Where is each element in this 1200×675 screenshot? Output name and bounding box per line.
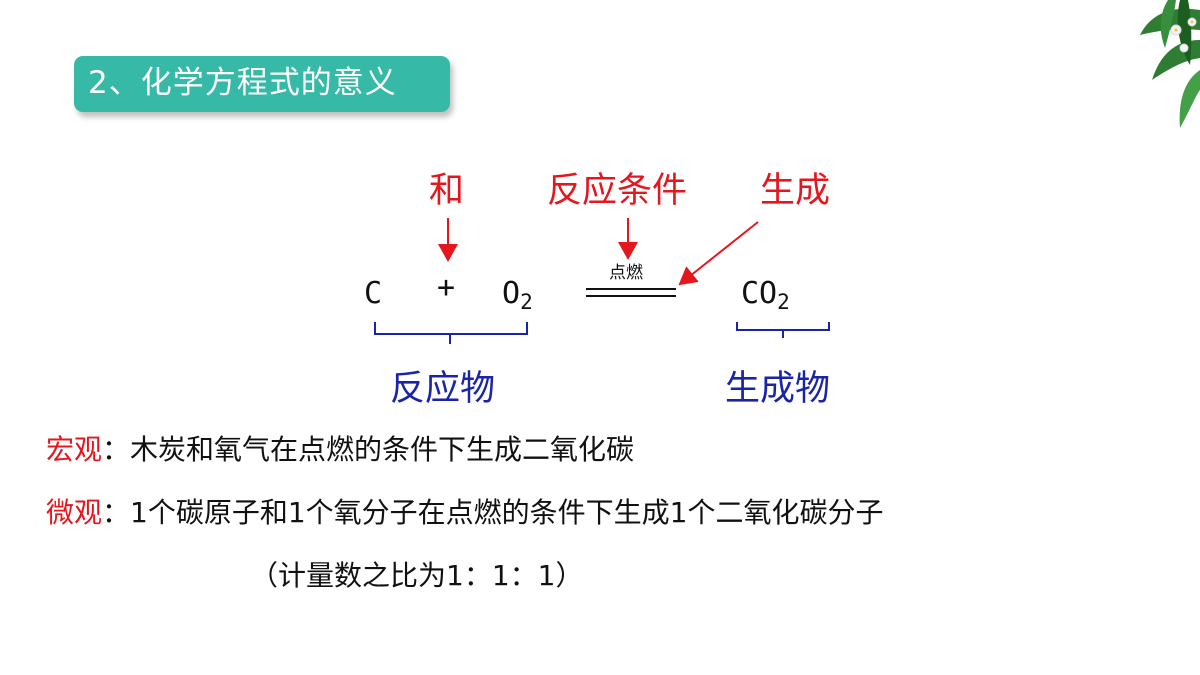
micro-tag: 微观	[46, 496, 103, 529]
plus-sign: +	[437, 270, 456, 305]
products-label: 生成物	[725, 369, 831, 409]
reactant-oxygen: O2	[502, 276, 533, 314]
macro-text: 木炭和氧气在点燃的条件下生成二氧化碳	[130, 433, 635, 466]
condition-annotation: 反应条件	[547, 171, 688, 211]
title-banner	[74, 56, 450, 112]
reactants-label: 反应物	[390, 369, 496, 409]
ratio-line: （计量数之比为1：1：1）	[250, 559, 584, 592]
produce-arrow	[678, 221, 759, 286]
micro-line: 微观：1个碳原子和1个氧分子在点燃的条件下生成1个二氧化碳分子	[46, 495, 883, 531]
macro-colon: ：	[102, 433, 131, 466]
products-brace	[736, 322, 830, 338]
and-annotation: 和	[429, 171, 465, 211]
macro-line: 宏观：木炭和氧气在点燃的条件下生成二氧化碳	[46, 432, 634, 468]
reaction-condition: 点燃	[609, 263, 643, 283]
micro-colon: ：	[102, 496, 131, 529]
reactants-brace	[374, 322, 528, 344]
tropical-leaves-decoration	[1140, 0, 1200, 128]
produce-annotation: 生成	[760, 171, 831, 211]
reactant-carbon: C	[364, 276, 383, 311]
micro-text: 1个碳原子和1个氧分子在点燃的条件下生成1个二氧化碳分子	[130, 496, 884, 529]
product-co2: CO2	[741, 276, 790, 314]
macro-tag: 宏观	[46, 433, 103, 466]
slide-title: 2、化学方程式的意义	[88, 65, 397, 101]
